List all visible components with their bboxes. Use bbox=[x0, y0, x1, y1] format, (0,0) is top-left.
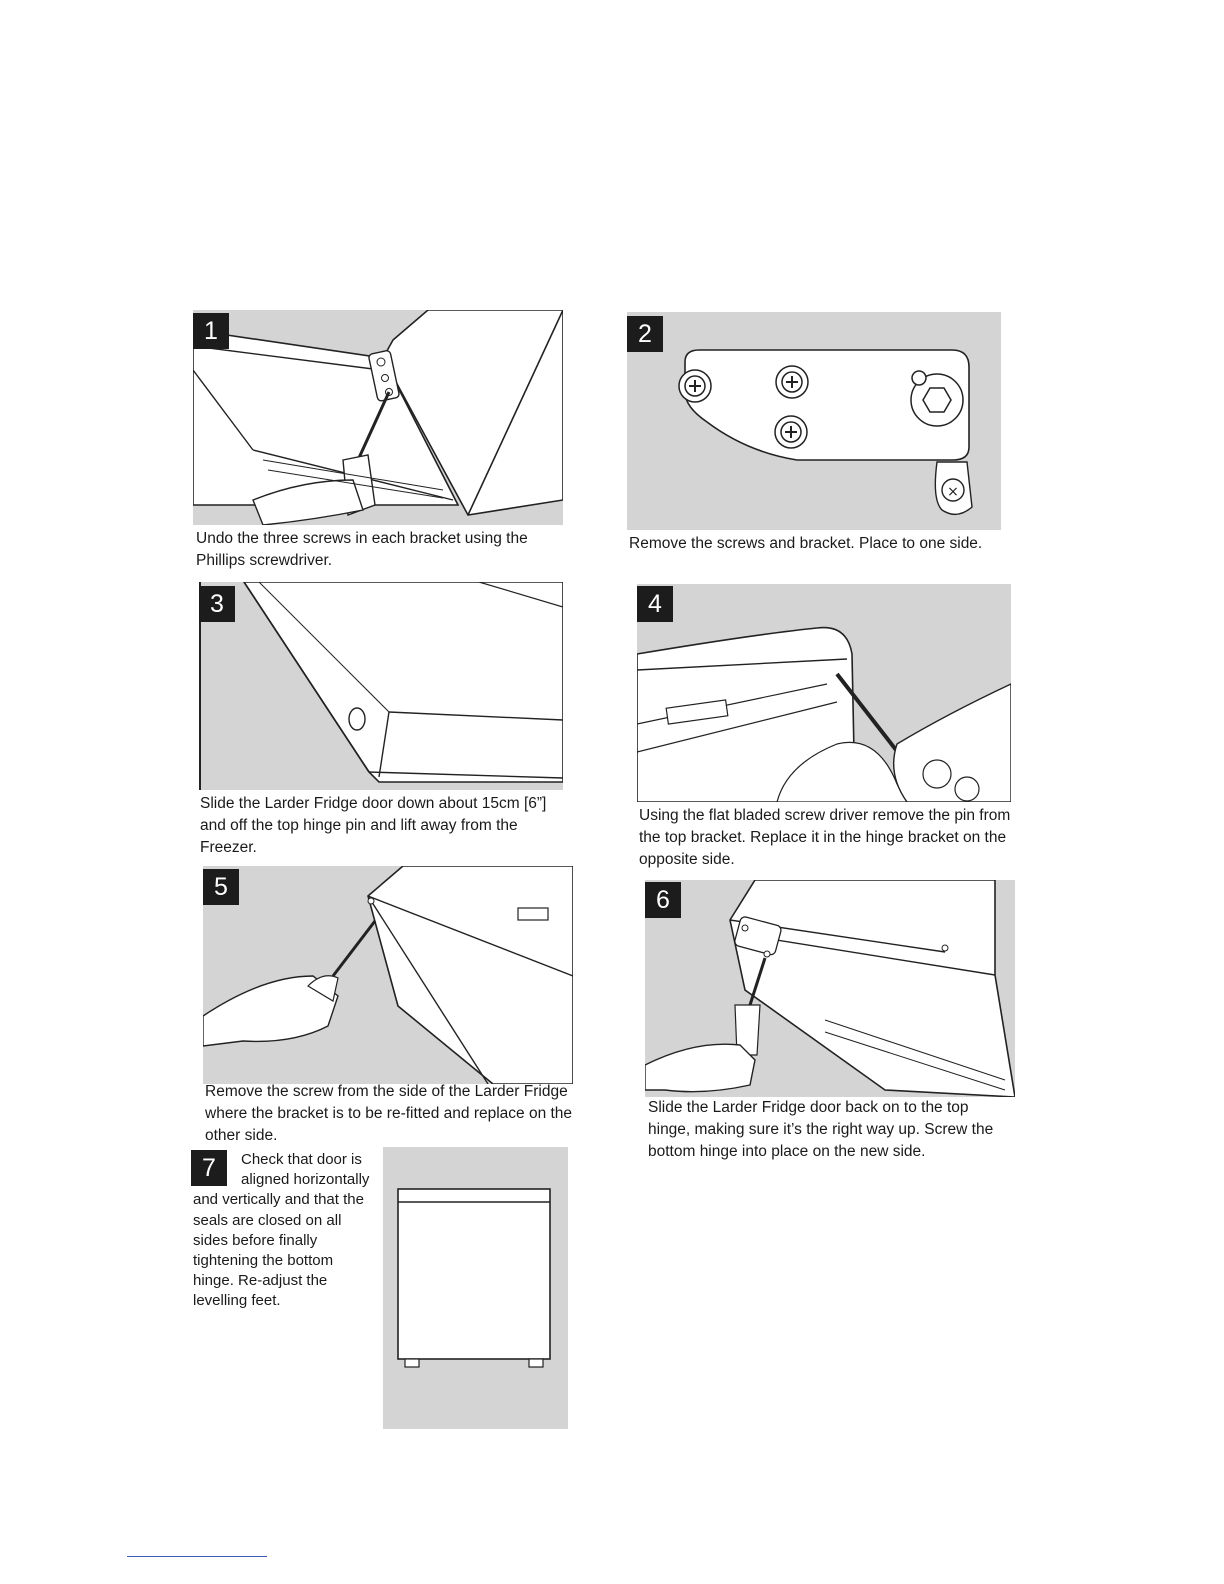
step-2-illustration: × 2 bbox=[627, 312, 1001, 530]
step-7-caption: Check that door is aligned horizontally … bbox=[193, 1150, 378, 1312]
step-2-number: 2 bbox=[627, 316, 663, 352]
step-7-caption-text: Check that door is aligned horizontally … bbox=[193, 1151, 370, 1310]
step-1-illustration: 1 bbox=[193, 310, 563, 525]
step-4-illustration: 4 bbox=[637, 584, 1011, 802]
step-1-number: 1 bbox=[193, 313, 229, 349]
step-7-illustration bbox=[383, 1147, 568, 1429]
step-1-caption: Undo the three screws in each bracket us… bbox=[196, 530, 528, 569]
step-3-number: 3 bbox=[199, 586, 235, 622]
step-3-caption: Slide the Larder Fridge door down about … bbox=[200, 795, 547, 856]
step-6-number: 6 bbox=[645, 882, 681, 918]
step-4-caption: Using the flat bladed screw driver remov… bbox=[639, 807, 1011, 868]
step-6-caption: Slide the Larder Fridge door back on to … bbox=[648, 1099, 994, 1160]
step-5-number: 5 bbox=[203, 869, 239, 905]
step-5-illustration: 5 bbox=[203, 866, 573, 1084]
step-6-illustration: 6 bbox=[645, 880, 1015, 1097]
svg-text:×: × bbox=[947, 484, 959, 500]
step-5-caption: Remove the screw from the side of the La… bbox=[205, 1083, 573, 1144]
step-4-number: 4 bbox=[637, 586, 673, 622]
footer-rule bbox=[127, 1556, 267, 1557]
step-2-caption: Remove the screws and bracket. Place to … bbox=[629, 535, 983, 552]
step-3-illustration: 3 bbox=[199, 582, 563, 790]
step-7-number: 7 bbox=[191, 1150, 227, 1186]
